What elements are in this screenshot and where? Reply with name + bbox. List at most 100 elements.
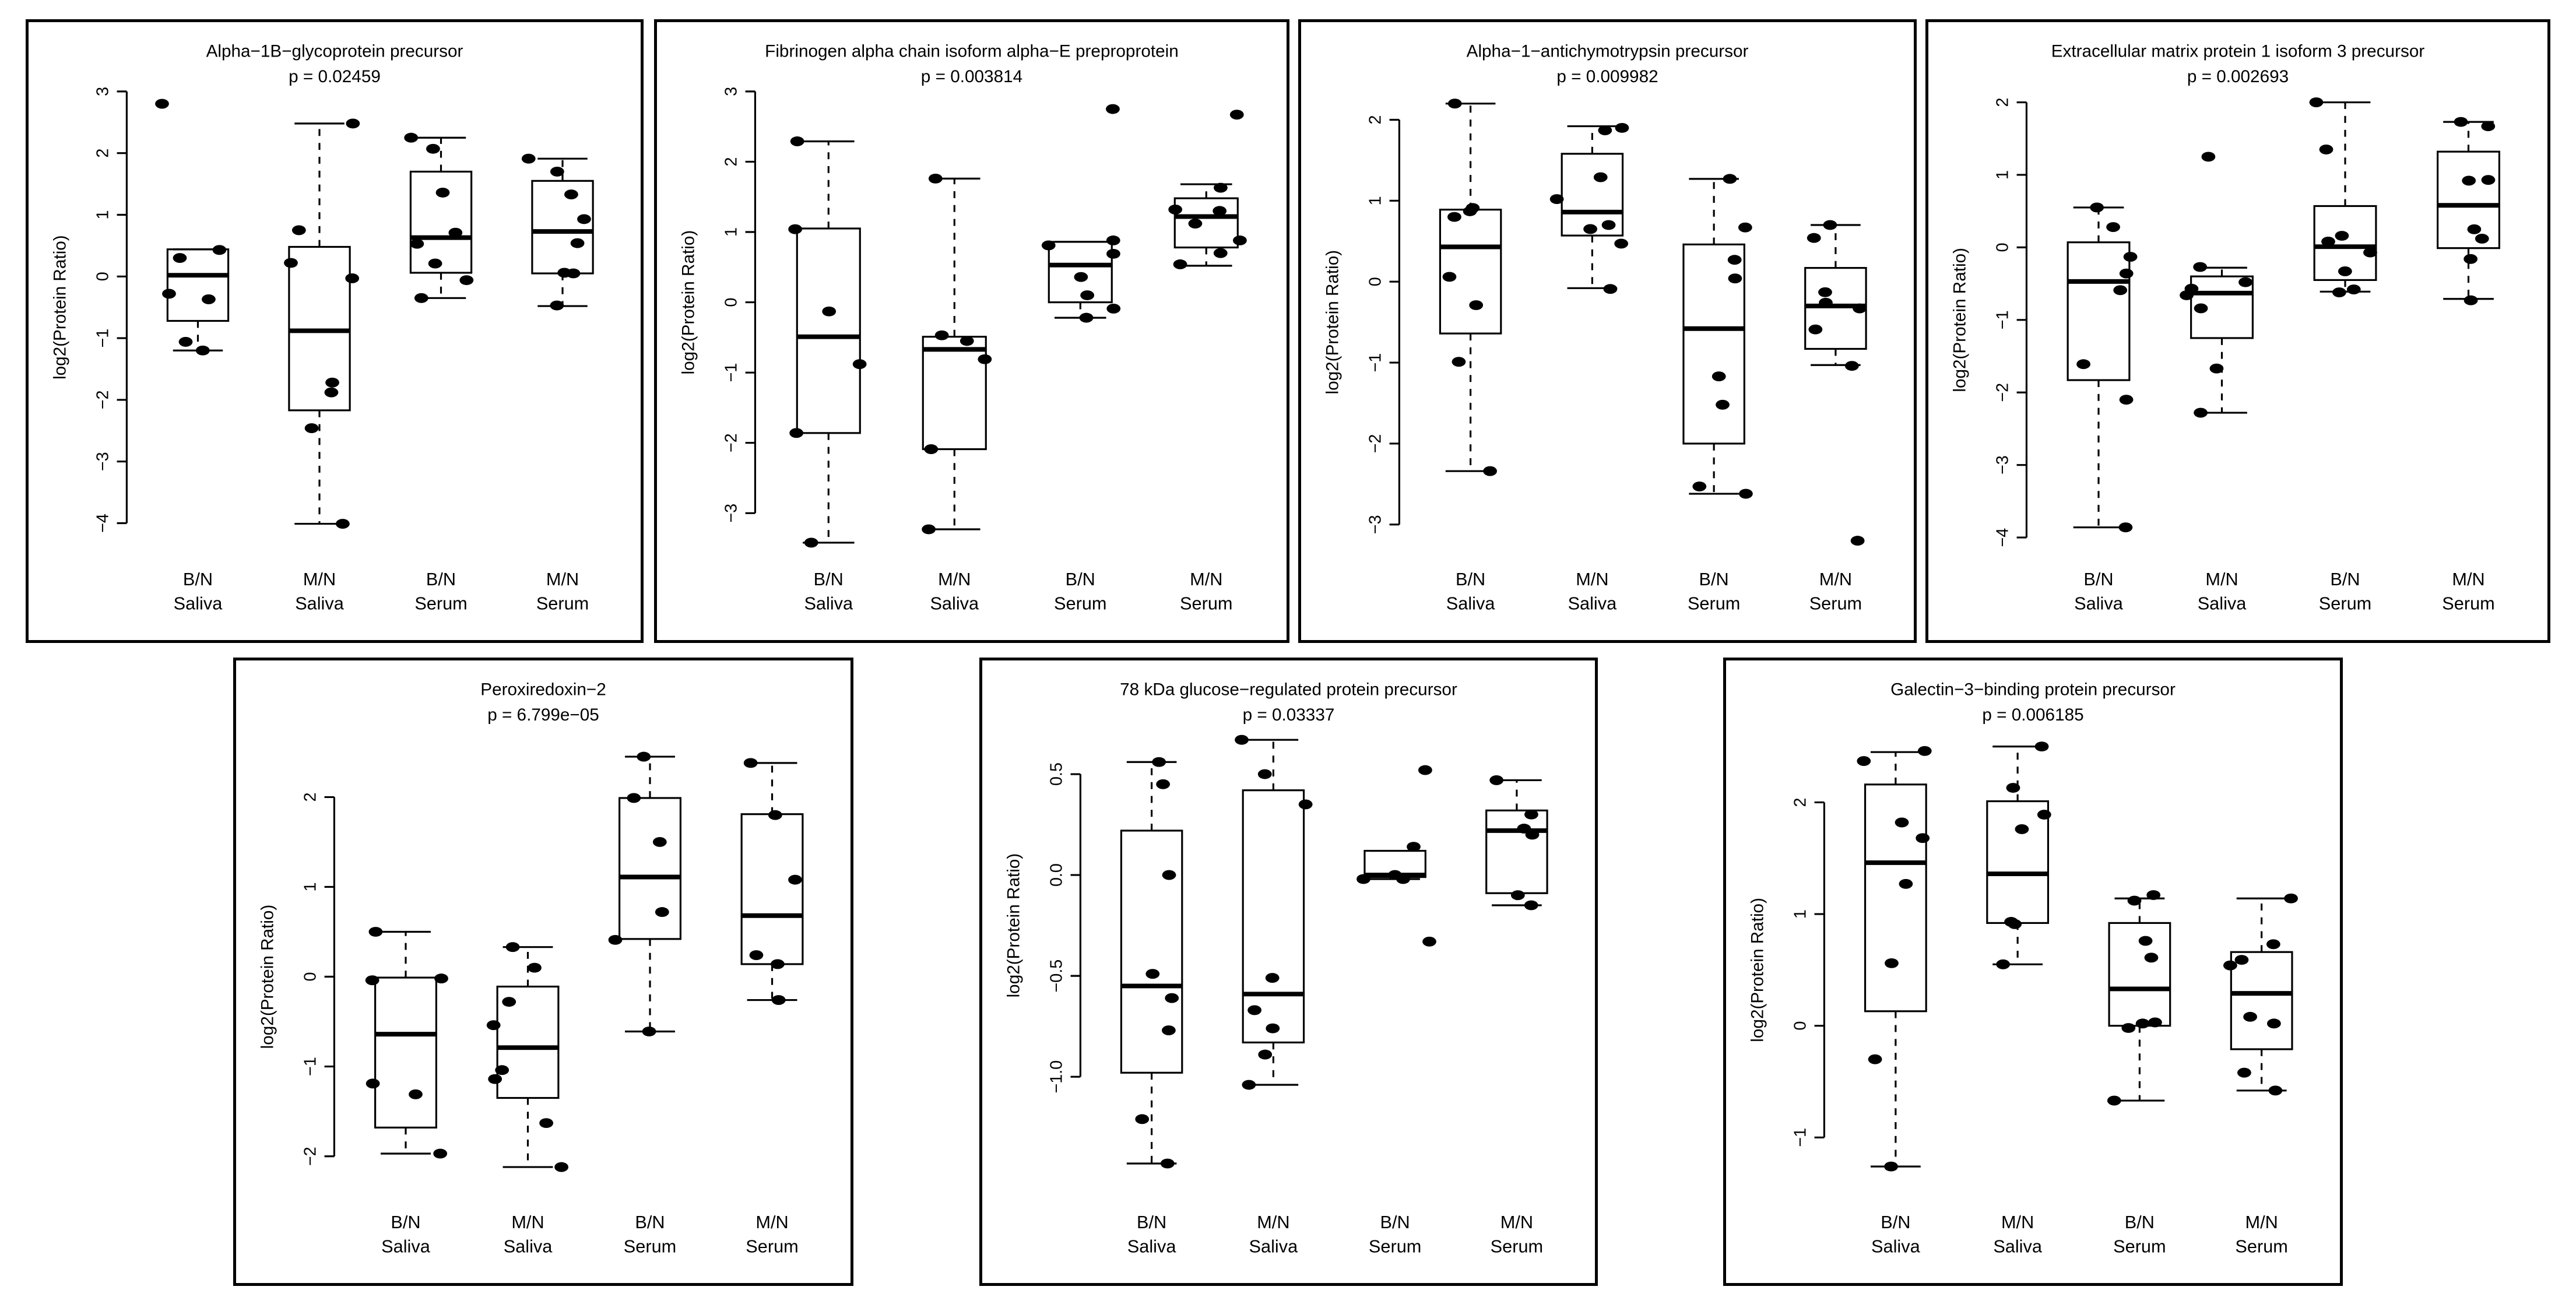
data-point <box>428 258 442 269</box>
box-iqr <box>1864 783 1927 1013</box>
data-point <box>1593 172 1608 182</box>
data-point <box>2234 955 2249 965</box>
y-tick-label: 1 <box>1993 170 2012 180</box>
data-point <box>505 942 520 952</box>
box-iqr <box>1561 153 1624 237</box>
data-point <box>2180 290 2194 300</box>
data-point <box>2238 277 2252 287</box>
box-iqr <box>796 227 861 434</box>
boxplot-group <box>1857 746 1932 1172</box>
data-point <box>1247 1005 1261 1015</box>
data-point <box>502 997 516 1007</box>
x-tick-label-group: B/N <box>814 569 844 589</box>
box-iqr <box>618 797 681 940</box>
data-point <box>2106 222 2120 232</box>
x-tick-label-group: M/N <box>2205 569 2238 589</box>
y-tick-label: −3 <box>722 504 740 523</box>
y-tick-label: 1 <box>722 227 740 237</box>
y-tick-label: −2 <box>722 433 740 452</box>
data-point <box>173 253 187 263</box>
boxplot-group <box>284 118 360 529</box>
data-point <box>550 167 564 177</box>
data-point <box>2123 252 2138 262</box>
y-tick-label: −1.0 <box>1047 1060 1066 1094</box>
box-iqr <box>1120 830 1183 1074</box>
data-point <box>1041 240 1056 251</box>
data-point <box>1396 874 1410 884</box>
panel-title: Alpha−1−antichymotrypsin precursor <box>1467 41 1749 61</box>
y-axis-label: log2(Protein Ratio) <box>1004 853 1023 998</box>
data-point <box>1819 297 1833 308</box>
y-tick-label: −1 <box>1791 1128 1809 1147</box>
box-iqr <box>2313 205 2377 281</box>
x-tick-label-fluid: Saliva <box>1249 1236 1299 1257</box>
data-point <box>2201 152 2216 162</box>
data-point <box>1074 272 1088 282</box>
y-tick-label: −2 <box>301 1147 319 1166</box>
data-point <box>1079 312 1094 323</box>
x-tick-label-fluid: Saliva <box>295 593 345 614</box>
data-point <box>1160 1158 1175 1169</box>
data-point <box>928 173 943 184</box>
data-point <box>1868 1054 1882 1064</box>
data-point <box>655 907 669 918</box>
data-point <box>2113 285 2128 296</box>
x-tick-label-fluid: Serum <box>2319 593 2371 614</box>
data-point <box>1739 488 1753 499</box>
data-point <box>1917 746 1932 756</box>
data-point <box>2034 741 2049 752</box>
data-point <box>960 336 974 346</box>
data-point <box>178 337 193 347</box>
data-point <box>788 224 803 234</box>
data-point <box>1106 304 1121 314</box>
data-point <box>1916 833 1930 843</box>
data-point <box>304 423 319 433</box>
data-point <box>1895 817 1909 828</box>
box-iqr <box>2437 150 2500 249</box>
data-point <box>448 227 463 238</box>
data-point <box>1692 481 1707 491</box>
data-point <box>1452 357 1466 367</box>
y-tick-label: 0.5 <box>1047 762 1066 786</box>
data-point <box>1135 1114 1150 1124</box>
data-point <box>1601 220 1616 230</box>
x-tick-label-fluid: Saliva <box>1446 593 1496 614</box>
data-point <box>922 524 936 535</box>
x-tick-label-fluid: Serum <box>1491 1236 1543 1257</box>
x-tick-label-fluid: Serum <box>2113 1236 2166 1257</box>
data-point <box>1168 205 1183 215</box>
panel-pvalue: p = 6.799e−05 <box>487 705 599 725</box>
x-tick-label-fluid: Serum <box>2235 1236 2287 1257</box>
box-iqr <box>2230 951 2293 1050</box>
panel-title: Galectin−3−binding protein precursor <box>1890 680 2176 699</box>
boxplot-group <box>2437 117 2500 305</box>
data-point <box>2463 295 2478 305</box>
x-tick-label-fluid: Serum <box>1369 1236 1421 1257</box>
panel-pvalue: p = 0.002693 <box>2187 67 2289 86</box>
data-point <box>1356 874 1370 884</box>
data-point <box>521 153 536 164</box>
data-point <box>1524 900 1538 911</box>
data-point <box>2006 783 2020 793</box>
data-point <box>1152 757 1166 767</box>
box-iqr <box>1682 243 1745 445</box>
y-tick-label: −4 <box>93 514 112 533</box>
x-tick-label-group: B/N <box>426 569 456 589</box>
panel-title: 78 kDa glucose−regulated protein precurs… <box>1120 680 1457 699</box>
data-point <box>1233 236 1247 245</box>
data-point <box>1844 361 1859 371</box>
data-point <box>2119 395 2134 405</box>
x-tick-label-group: M/N <box>511 1212 544 1232</box>
x-tick-label-fluid: Saliva <box>804 593 853 614</box>
data-point <box>2076 359 2090 370</box>
boxplot-group <box>1804 220 1867 546</box>
boxplot-group <box>740 758 804 1005</box>
data-point <box>1598 125 1612 135</box>
y-tick-label: −1 <box>722 363 740 382</box>
data-point <box>1161 1025 1176 1035</box>
x-tick-label-group: B/N <box>1456 569 1485 589</box>
data-point <box>804 537 818 548</box>
data-point <box>1510 890 1525 901</box>
